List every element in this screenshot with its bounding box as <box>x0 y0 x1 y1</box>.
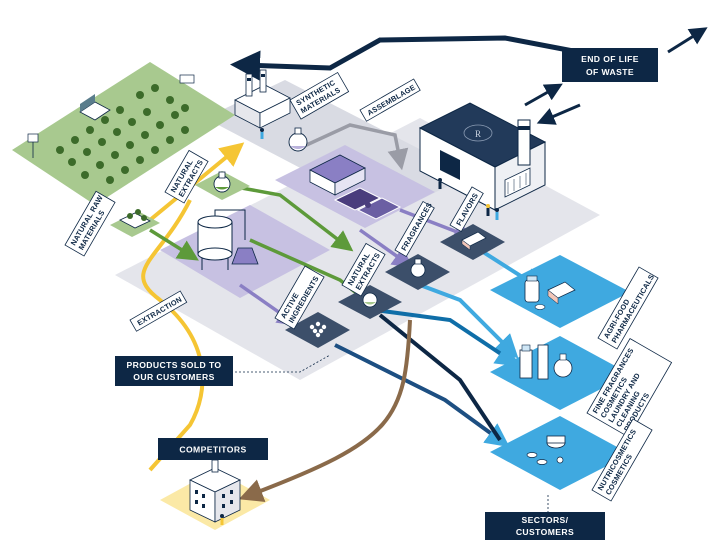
svg-text:OUR CUSTOMERS: OUR CUSTOMERS <box>133 372 214 382</box>
flow-navy-natural-nutri <box>378 313 502 442</box>
agrifood-icons <box>524 275 576 310</box>
end-of-life-box: END OF LIFE OF WASTE <box>562 48 658 82</box>
building-icon <box>189 459 241 523</box>
flow-yellow-competitors <box>141 199 205 472</box>
tank-icon <box>197 209 259 270</box>
flow-blue-active-nutri <box>334 343 510 448</box>
natural-extracts-flask-icon <box>195 171 250 200</box>
flow-blue-frag-fine <box>419 283 519 359</box>
flow-navy-waste <box>230 35 611 81</box>
pills-icon <box>526 435 566 465</box>
label-assemblage: ASSEMBLAGE <box>359 78 421 122</box>
fragrances-node <box>385 254 450 290</box>
svg-text:PRODUCTS SOLD TO: PRODUCTS SOLD TO <box>126 360 221 370</box>
flow-blue-natural-fine <box>374 308 520 367</box>
logo-letter: R <box>475 129 481 139</box>
greenhouse-icon <box>309 154 366 196</box>
bottle-icon <box>519 344 573 380</box>
svg-text:COMPETITORS: COMPETITORS <box>179 445 246 455</box>
puzzle-icon <box>333 187 402 220</box>
products-sold-box: PRODUCTS SOLD TO OUR CUSTOMERS <box>115 356 233 386</box>
arrow-waste-back <box>536 103 581 125</box>
label-agrifood: AGRI-FOOD PHARMACEUTICALS <box>597 266 659 350</box>
flask-icon <box>288 127 308 152</box>
factory-icon <box>234 69 291 129</box>
flow-grey-synthetic <box>299 123 409 171</box>
flow-green-extraction <box>149 228 199 261</box>
sectors-box: SECTORS/ CUSTOMERS <box>485 512 605 540</box>
svg-text:END OF LIFE: END OF LIFE <box>581 54 639 64</box>
flow-blue-flavors-agri <box>478 248 546 292</box>
flow-purple-fragrances <box>358 228 414 269</box>
flavors-node <box>440 224 505 260</box>
svg-text:CUSTOMERS: CUSTOMERS <box>516 527 574 537</box>
competitors-box: COMPETITORS <box>158 438 268 460</box>
leader-products <box>235 354 331 373</box>
arrow-end-life-out <box>667 27 708 54</box>
label-fine-fragrances: FINE FRAGRANCES COSMETICS LAUNDRY AND CL… <box>586 337 673 438</box>
flow-purple-flavors <box>399 208 475 242</box>
cake-icon <box>461 231 487 251</box>
fields-icon <box>27 74 195 184</box>
flow-brown-competitors <box>238 319 412 502</box>
svg-text:SECTORS/: SECTORS/ <box>522 515 569 525</box>
fields-platform <box>12 62 235 205</box>
sector-nutri-platform <box>490 416 630 490</box>
svg-text:ASSEMBLAGE: ASSEMBLAGE <box>366 83 417 118</box>
natural-extracts-node <box>338 285 402 319</box>
svg-text:OF WASTE: OF WASTE <box>586 67 634 77</box>
active-ingredients-node <box>285 312 350 348</box>
plant-box-icon <box>110 209 160 237</box>
arrow-waste-in <box>524 83 563 107</box>
label-natural-raw-materials: NATURAL RAW MATERIALS <box>64 190 116 257</box>
people-figures <box>220 128 499 525</box>
